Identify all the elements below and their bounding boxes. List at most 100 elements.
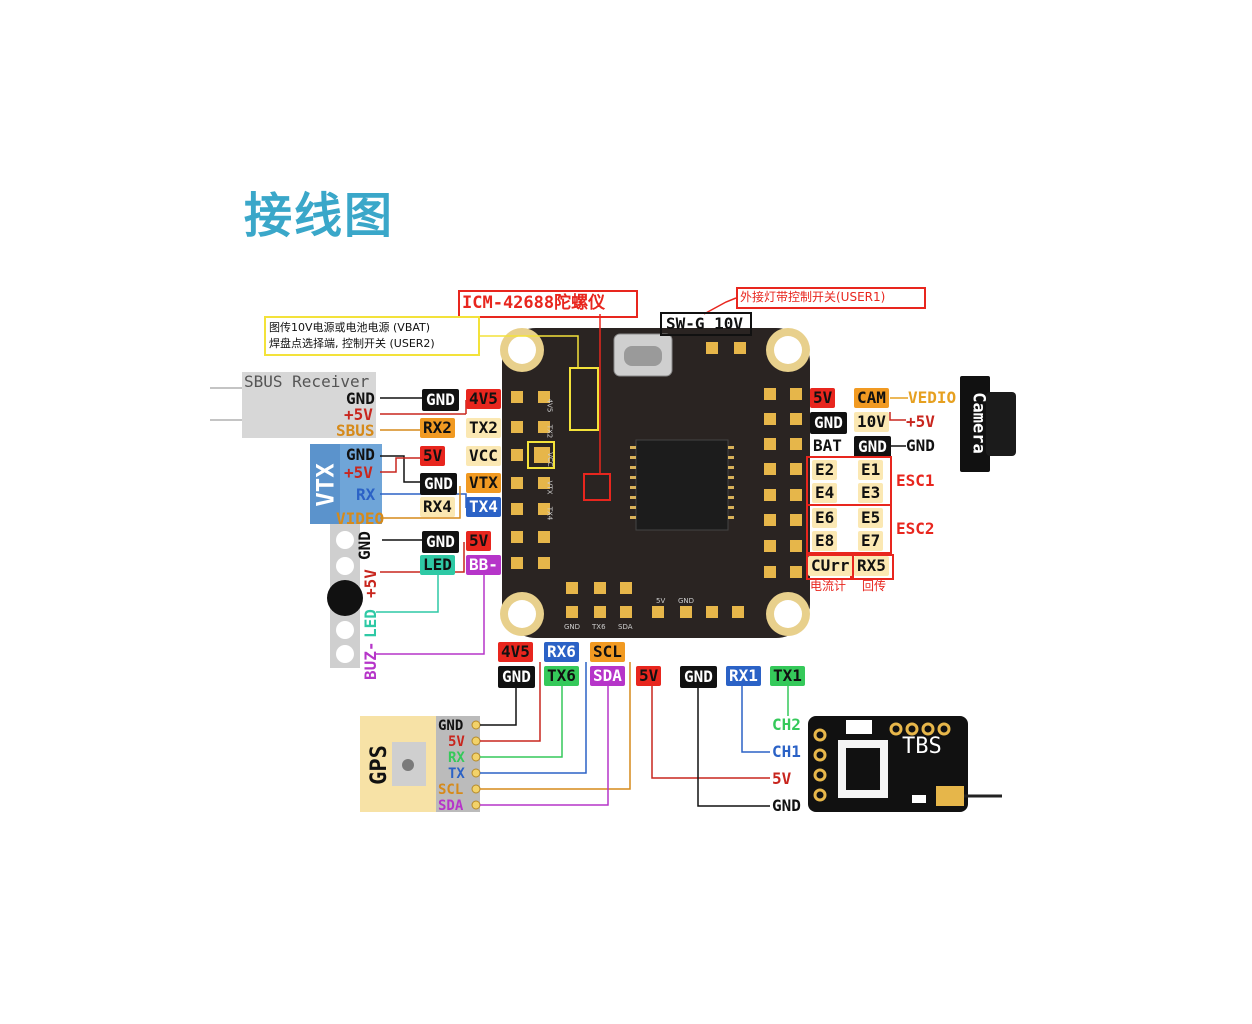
sbus-pin-gnd: GND — [346, 389, 375, 408]
fc-left-gnd-3: GND — [422, 531, 459, 553]
fc-left-vtx: VTX — [466, 473, 501, 493]
fc-left-tx4: TX4 — [466, 497, 501, 517]
fc-right-gnd-1: GND — [810, 412, 847, 434]
vtx-pin-rx: RX — [356, 485, 376, 504]
buz-pin-buz: BUZ- — [361, 641, 380, 680]
esc1-e1: E1 — [858, 460, 884, 480]
esc1-label: ESC1 — [896, 471, 935, 490]
fc-right-gnd-2: GND — [854, 436, 891, 458]
tbs-pin-5v: 5V — [772, 769, 792, 788]
fc-bottom-tx6: TX6 — [544, 666, 579, 686]
camera-title: Camera — [968, 392, 989, 454]
vtx-power-note-line1: 图传10V电源或电池电源 (VBAT) — [269, 321, 431, 334]
vtx-power-note-box: 图传10V电源或电池电源 (VBAT) 焊盘点选择端, 控制开关 (USER2) — [264, 316, 480, 356]
silk-vtx: VTX — [545, 480, 554, 495]
fc-right-bat: BAT — [810, 436, 845, 456]
fc-left-gnd-2: GND — [420, 473, 457, 495]
page-title: 接线图 — [244, 188, 395, 244]
fc-right-5v: 5V — [810, 388, 836, 408]
esc2-e7: E7 — [858, 531, 884, 551]
fc-right-10v: 10V — [854, 412, 889, 432]
silk-tx4: TX4 — [545, 506, 554, 521]
vtx-pin-gnd: GND — [346, 445, 375, 464]
fc-left-tx2: TX2 — [466, 418, 501, 438]
tbs-receiver-module — [808, 716, 1002, 812]
gps-pin-sda: SDA — [438, 798, 464, 814]
current-pad: CUrr — [808, 556, 853, 576]
camera-wire-5v: +5V — [906, 412, 935, 431]
camera-wire-gnd: GND — [906, 436, 935, 455]
fc-left-bb: BB- — [466, 555, 501, 575]
silk-gnd-1: GND — [678, 597, 695, 605]
fc-bottom-4v5: 4V5 — [498, 642, 533, 662]
fc-left-5v-1: 5V — [420, 446, 446, 466]
sbus-receiver-title: SBUS Receiver — [244, 372, 370, 391]
camera-wire-video: VEDIO — [908, 388, 957, 407]
fc-bottom-sda: SDA — [590, 666, 625, 686]
tbs-pin-ch2: CH2 — [772, 715, 801, 734]
silk-vcc: VCC — [545, 452, 554, 467]
esc2-e6: E6 — [812, 508, 838, 528]
tbs-pin-gnd: GND — [772, 796, 801, 815]
gps-pin-rx: RX — [448, 750, 465, 766]
current-note: 电流计 — [810, 579, 847, 593]
sbus-pin-5v: +5V — [344, 405, 373, 424]
fc-bottom-rx1: RX1 — [726, 666, 761, 686]
tbs-title: TBS — [902, 734, 942, 759]
sbus-receiver-module — [242, 372, 376, 438]
fc-left-led: LED — [420, 555, 455, 575]
fc-bottom-tx1: TX1 — [770, 666, 805, 686]
fc-bottom-5v: 5V — [636, 666, 662, 686]
fc-bottom-gnd-2: GND — [680, 666, 717, 688]
fc-bottom-gnd-1: GND — [498, 666, 535, 688]
vtx-title: VTX — [311, 463, 340, 507]
fc-left-5v-2: 5V — [466, 531, 492, 551]
telemetry-pad: RX5 — [854, 556, 889, 576]
flight-controller-board — [500, 328, 810, 638]
gps-title: GPS — [366, 745, 392, 785]
tbs-pin-ch1: CH1 — [772, 742, 801, 761]
user1-label: 外接灯带控制开关(USER1) — [740, 290, 886, 304]
silk-tx2: TX2 — [545, 424, 554, 439]
sbus-pin-sbus: SBUS — [336, 421, 375, 440]
gps-pin-5v: 5V — [448, 734, 465, 750]
user1-callout-box: 外接灯带控制开关(USER1) — [736, 287, 926, 309]
vtx-pin-video: VIDEO — [336, 509, 385, 528]
silk-gnd-2: GND — [564, 623, 581, 631]
esc2-e8: E8 — [812, 531, 838, 551]
gps-pin-tx: TX — [448, 766, 465, 782]
esc2-label: ESC2 — [896, 519, 935, 538]
buz-pin-gnd: GND — [355, 531, 374, 560]
telemetry-note: 回传 — [862, 579, 887, 593]
buz-pin-5v: +5V — [361, 569, 380, 598]
vtx-power-note-line2: 焊盘点选择端, 控制开关 (USER2) — [269, 337, 435, 350]
esc1-e2: E2 — [812, 460, 838, 480]
fc-left-gnd-1: GND — [422, 389, 459, 411]
fc-left-4v5: 4V5 — [466, 389, 501, 409]
fc-bottom-scl: SCL — [590, 642, 625, 662]
fc-left-vcc: VCC — [466, 446, 501, 466]
gps-pin-gnd: GND — [438, 718, 464, 734]
gps-pin-scl: SCL — [438, 782, 464, 798]
gps-module — [360, 716, 481, 812]
silk-4v5: 4V5 — [545, 398, 554, 413]
telemetry-box — [852, 554, 894, 580]
user1-pad-box: SW-G 10V — [660, 312, 752, 336]
esc1-e4: E4 — [812, 483, 838, 503]
gyro-label: ICM-42688陀螺仪 — [462, 293, 606, 313]
vtx-pin-5v: +5V — [344, 463, 373, 482]
gyro-callout-box: ICM-42688陀螺仪 — [458, 290, 638, 318]
fc-left-rx2: RX2 — [420, 418, 455, 438]
silk-sda: SDA — [618, 623, 633, 631]
esc2-e5: E5 — [858, 508, 884, 528]
fc-bottom-rx6: RX6 — [544, 642, 579, 662]
esc2-box — [806, 504, 892, 554]
silk-5v: 5V — [656, 597, 666, 605]
buz-pin-led: LED — [361, 609, 380, 638]
silk-tx6: TX6 — [592, 623, 606, 631]
esc1-e3: E3 — [858, 483, 884, 503]
camera-module — [960, 376, 1016, 472]
fc-left-rx4: RX4 — [420, 497, 455, 517]
